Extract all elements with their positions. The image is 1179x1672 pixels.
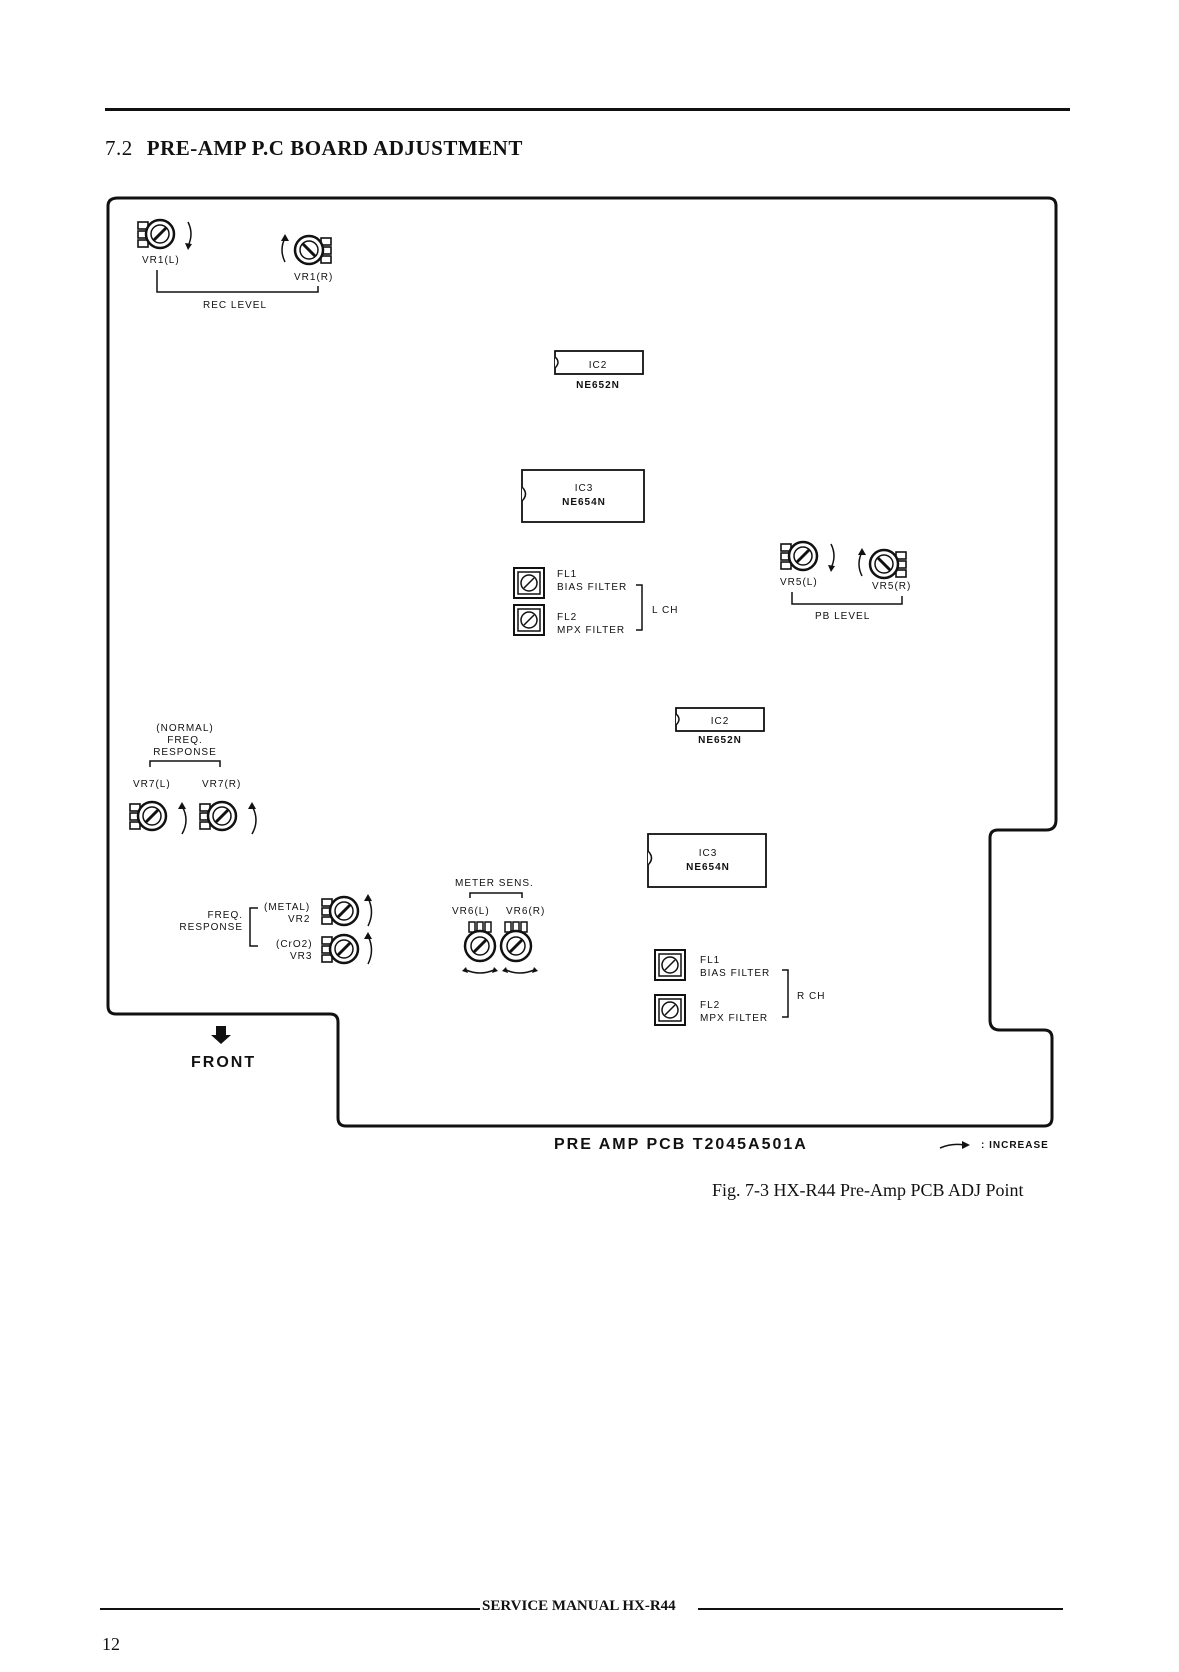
vr2-label: VR2 [288,914,310,925]
section-heading: PRE-AMP P.C BOARD ADJUSTMENT [146,136,523,160]
pb-level-label: PB LEVEL [815,611,870,622]
vr5-right-pot [870,550,906,578]
ic2-upper-name: IC2 [589,360,608,371]
fl2-right-label: FL2 [700,1000,720,1011]
vr7-right-pot [198,800,238,832]
vr1-right-label: VR1(R) [294,272,333,283]
vr7-left-label: VR7(L) [133,779,171,790]
front-arrow-icon [211,1026,231,1044]
footer-text: SERVICE MANUAL HX-R44 [482,1598,676,1614]
ic2-lower-part: NE652N [698,735,742,746]
vr1-left-label: VR1(L) [142,255,180,266]
normal-freq-line2: FREQ. [167,735,203,746]
fl2-left-desc: MPX FILTER [557,625,625,636]
pcb-name: PRE AMP PCB T2045A501A [554,1136,808,1153]
increase-arrow-icon [939,1141,970,1149]
r-ch-label: R CH [797,991,825,1002]
meter-sens-label: METER SENS. [455,878,534,889]
fl1-left-desc: BIAS FILTER [557,582,627,593]
section-number: 7.2 [105,136,133,160]
fl2-right-desc: MPX FILTER [700,1013,768,1024]
vr5-left-label: VR5(L) [780,577,818,588]
footer-rule-right [698,1608,1063,1610]
ic3-lower-name: IC3 [699,848,718,859]
normal-freq-line3: RESPONSE [153,747,217,758]
vr6-right-pot [499,920,533,963]
vr1-right-pot [295,236,331,264]
increase-legend: : INCREASE [981,1140,1049,1151]
pcb-outline [106,196,1058,1128]
vr6-left-label: VR6(L) [452,906,490,917]
fl1-right-label: FL1 [700,955,720,966]
top-rule [105,108,1070,111]
vr5-left-pot [779,540,819,572]
fl2-left-label: FL2 [557,612,577,623]
rec-level-label: REC LEVEL [203,300,267,311]
fl1-left-coil [513,567,545,599]
fl1-right-coil [654,949,686,981]
vr3-label: VR3 [290,951,312,962]
vr1-right-arrow [281,237,286,263]
ic3-upper-body [521,469,645,523]
front-label: FRONT [191,1054,256,1071]
fl2-right-coil [654,994,686,1026]
figure-caption: Fig. 7-3 HX-R44 Pre-Amp PCB ADJ Point [712,1180,1024,1200]
freq-response-line1: FREQ. [207,910,243,921]
vr1-left-arrow [187,221,192,247]
normal-freq-line1: (NORMAL) [156,723,213,734]
ic3-lower-part: NE654N [686,862,730,873]
ic3-lower-body [647,833,767,888]
vr6-left-pot [463,920,497,963]
metal-label: (METAL) [264,902,310,913]
fl2-left-coil [513,604,545,636]
vr3-pot [320,933,360,965]
l-ch-label: L CH [652,605,678,616]
ic2-upper-part: NE652N [576,380,620,391]
vr6-right-label: VR6(R) [506,906,545,917]
footer-rule-left [100,1608,480,1610]
vr2-pot [320,895,360,927]
ic3-upper-name: IC3 [575,483,594,494]
page-number: 12 [102,1634,120,1654]
cro2-label: (CrO2) [276,939,313,950]
ic2-lower-name: IC2 [711,716,730,727]
vr7-right-label: VR7(R) [202,779,241,790]
section-title: 7.2 PRE-AMP P.C BOARD ADJUSTMENT [105,136,523,161]
fl1-right-desc: BIAS FILTER [700,968,770,979]
vr1-left-pot [136,218,176,250]
vr5-right-label: VR5(R) [872,581,911,592]
freq-response-line2: RESPONSE [179,922,243,933]
fl1-left-label: FL1 [557,569,577,580]
vr7-left-pot [128,800,168,832]
ic3-upper-part: NE654N [562,497,606,508]
